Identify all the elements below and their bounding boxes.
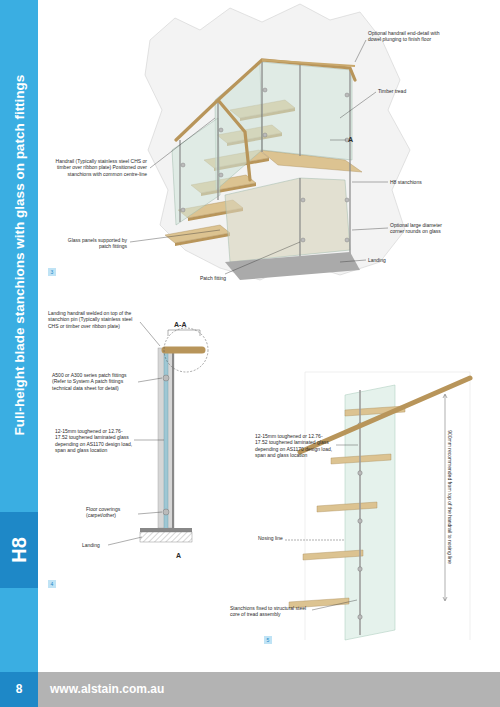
callout-label: Landing handrail welded on top of the st… — [48, 310, 140, 329]
callout-label: Optional handrail end-detail with dowel … — [368, 30, 450, 43]
callout-label: Timber tread — [378, 88, 428, 94]
callout-label: Landing — [368, 257, 408, 263]
callout-label: 12-15mm toughened or 12.76-17.52 toughen… — [255, 433, 335, 458]
section-mark: A — [176, 552, 186, 561]
section-tab: H8 — [0, 512, 38, 588]
callout-label: H8 stanchions — [390, 179, 445, 185]
section-mark: A-A — [174, 321, 196, 330]
dimension-label: 900mm recommended from top of the handra… — [447, 422, 453, 572]
section-code: H8 — [8, 537, 31, 563]
page-title: Full-height blade stanchions with glass … — [12, 15, 27, 495]
callout-label: Landing — [82, 542, 112, 548]
page-number: 8 — [0, 682, 38, 696]
website-url: www.alstain.com.au — [50, 682, 250, 696]
callout-label: 12-15mm toughened or 12.76-17.52 toughen… — [55, 428, 133, 453]
callout-label: Nosing line — [258, 535, 298, 541]
figure-number: 5 — [264, 636, 272, 644]
callout-label: Optional large diameter corner rounds on… — [390, 222, 455, 235]
callout-label: A500 or A300 series patch fittings (Refe… — [52, 372, 136, 391]
callout-label: Stanchions fixed to structural steel cor… — [230, 605, 310, 618]
callout-label: Handrail (Typically stainless steel CHS … — [55, 158, 147, 177]
figure-number: 3 — [48, 268, 56, 276]
section-mark: A — [348, 136, 356, 145]
callout-label: Glass panels supported by patch fittings — [55, 237, 127, 250]
figure-number: 4 — [48, 580, 56, 588]
callout-label: Patch fitting — [200, 275, 245, 281]
callout-label: Floor coverings (carpet/other) — [86, 506, 136, 519]
